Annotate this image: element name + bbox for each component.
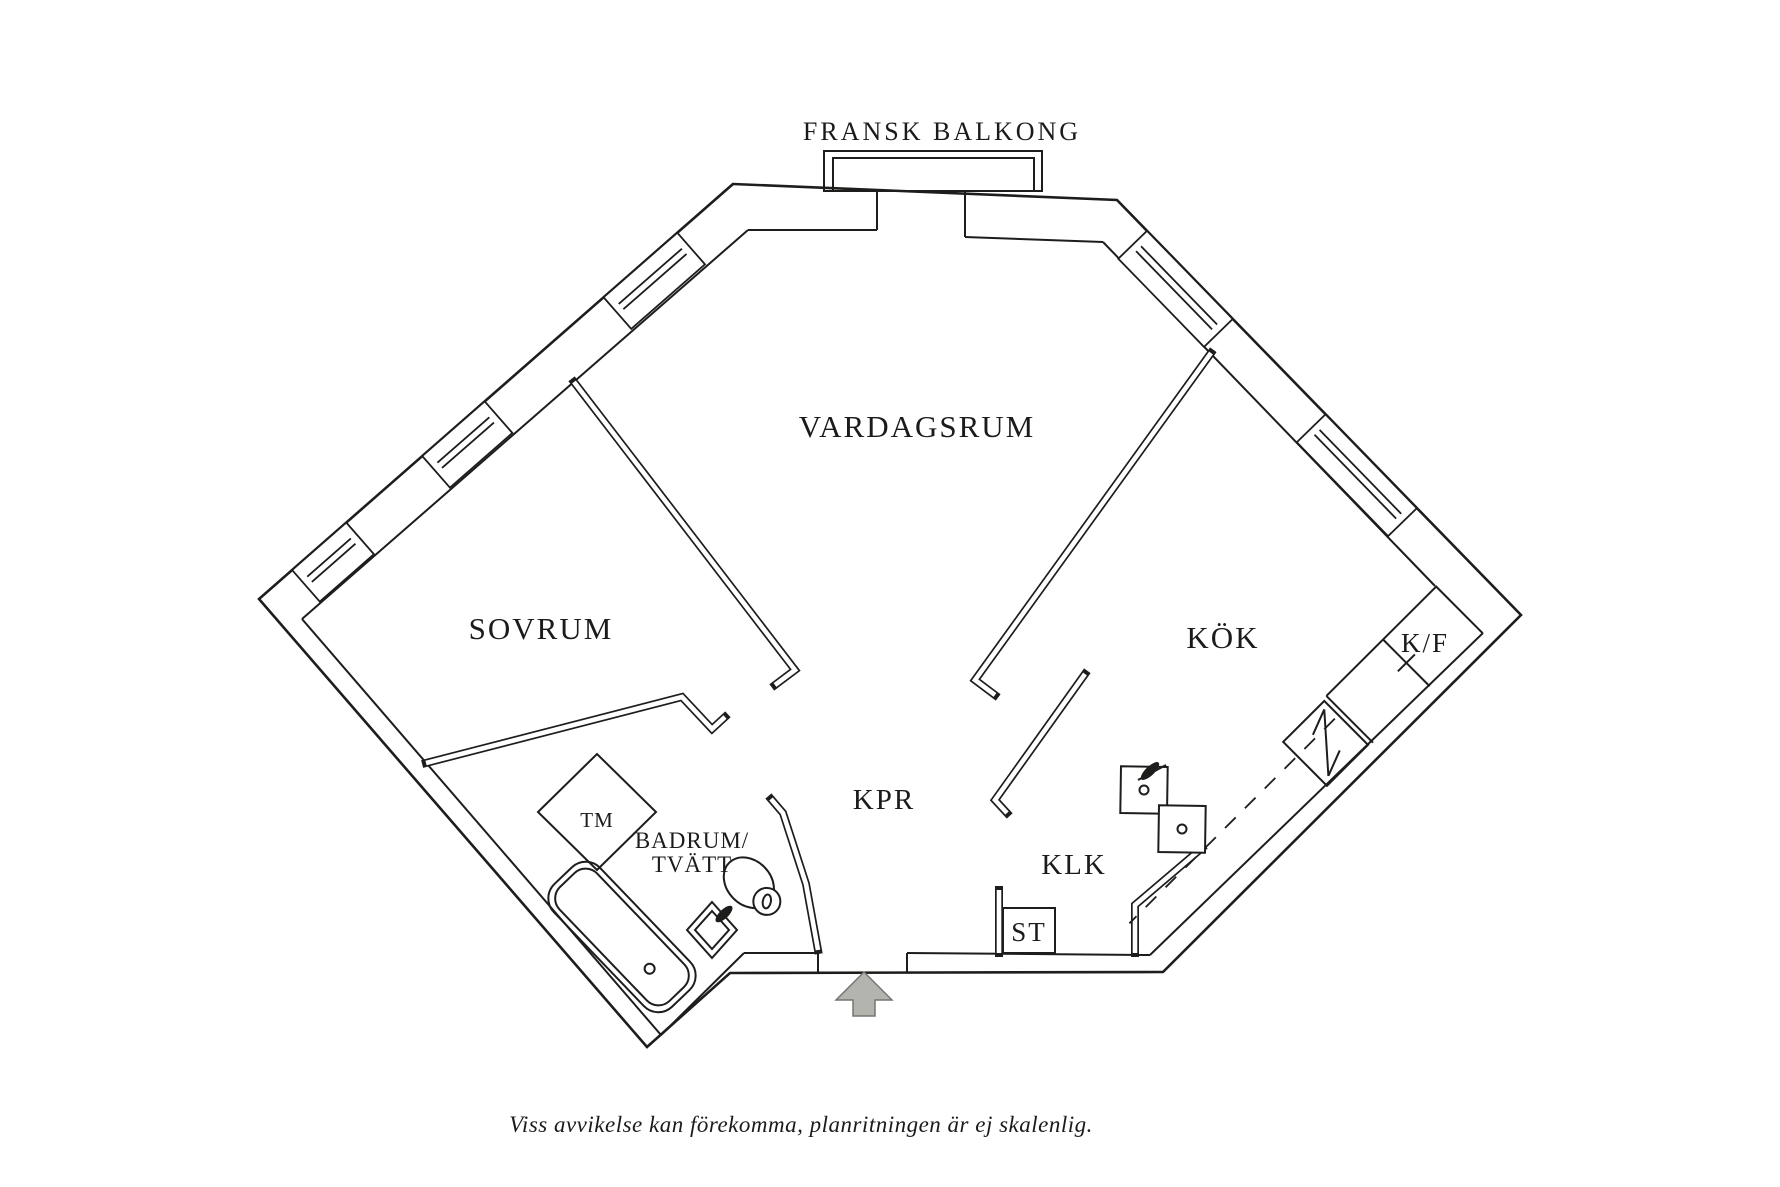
room-label-tm: TM [580,808,614,832]
room-label-kf: K/F [1401,628,1449,658]
room-label-badrum-line2: TVÄTT [652,852,732,877]
counter-dashed-line [1128,717,1336,924]
room-label-kpr: KPR [853,784,915,816]
kitchen-counter-group [1128,585,1484,924]
fridge-freezer-divider-tick [1397,653,1416,673]
washbasin-icon [685,900,739,960]
toilet-icon [722,856,782,916]
window-icon [1295,413,1419,538]
room-label-klk: KLK [1041,849,1107,881]
bathtub-icon [547,860,697,1014]
room-label-fransk-balkong: FRANSK BALKONG [803,117,1081,146]
inner-wall-upper-left [301,229,749,620]
window-icon [1117,229,1235,349]
st-closet-box [1002,907,1056,954]
inner-wall-lower-right [1149,632,1484,956]
room-label-vardagsrum: VARDAGSRUM [799,409,1036,444]
partition-bathroom-hall [765,793,823,955]
washing-machine-icon [536,752,658,872]
top-wall-inner-right [964,236,1104,243]
partition-kitchen-klk [989,668,1091,819]
stove-icon [1281,699,1370,788]
sink-icon [1119,762,1207,854]
balcony-inner-rail [832,157,1035,192]
room-label-badrum-line1: BADRUM/ [635,828,749,853]
partition-kitchen-living [969,347,1217,701]
window-group-upper-right [1117,229,1419,538]
exterior-wall-outline [257,182,1523,1049]
entrance-arrow-icon [834,970,894,1017]
window-group-upper-left [290,231,707,603]
partition-bedroom-bathroom [421,692,731,768]
window-icon [602,231,707,331]
inner-wall-bath-south [660,952,745,1036]
fridge-freezer-back [1434,585,1484,635]
fridge-freezer-end [1325,695,1374,744]
room-label-sovrum: SOVRUM [469,611,614,646]
faucet-icon [1140,762,1160,780]
partition-klk-east [1131,842,1208,957]
disclaimer-text: Viss avvikelse kan förekomma, planritnin… [509,1112,1093,1137]
window-icon [420,400,514,489]
window-icon [290,521,376,603]
inner-wall-lower-left [301,618,662,1036]
room-label-st: ST [1011,917,1047,947]
partition-bedroom-living [568,376,801,691]
room-label-kok: KÖK [1186,620,1259,655]
fridge-freezer-front [1325,585,1437,697]
